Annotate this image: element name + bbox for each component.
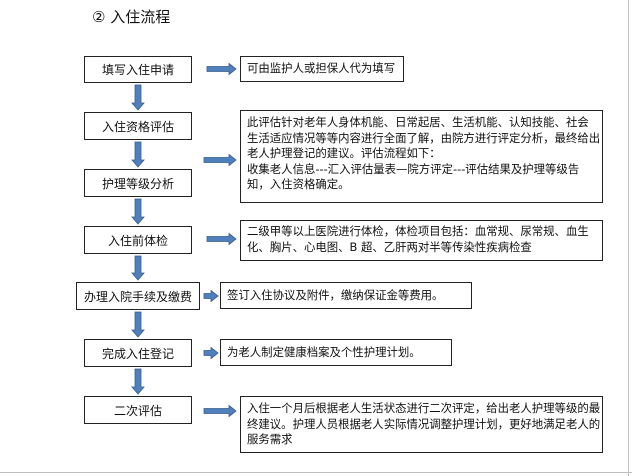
step-label: 护理等级分析 [101, 176, 174, 191]
step-label: 办理入院手续及缴费 [83, 289, 192, 304]
page-title: ② 入住流程 [92, 8, 171, 26]
right-arrow-icon [206, 232, 237, 246]
note-line: 终建议。护理人员根据老人实际情况调整护理计划，更好地满足老人的 [247, 416, 601, 431]
step-registration-complete: 完成入住登记 [84, 339, 192, 367]
note-admission-payment: 签订入住协议及附件，缴纳保证金等费用。 [220, 282, 472, 309]
note-second-assessment: 入住一个月后根据老人生活状态进行二次评定，给出老人护理等级的最 终建议。护理人员… [240, 396, 603, 453]
note-line: 入住一个月后根据老人生活状态进行二次评定，给出老人护理等级的最 [247, 401, 601, 415]
down-arrow-icon [131, 141, 145, 168]
step-qualification-assessment: 入住资格评估 [84, 112, 192, 140]
down-arrow-icon [131, 311, 145, 338]
note-line: 二级甲等以上医院进行体检，体检项目包括：血常规、尿常规、血生 [247, 224, 589, 238]
down-arrow-icon [131, 198, 145, 225]
note-line: 服务需求 [247, 432, 293, 446]
step-label: 二次评估 [113, 403, 162, 418]
step-care-level-analysis: 护理等级分析 [84, 169, 192, 197]
note-registration-complete: 为老人制定健康档案及个性护理计划。 [220, 339, 452, 366]
right-arrow-icon [203, 346, 219, 360]
note-line: 可由监护人或担保人代为填写 [247, 61, 396, 76]
step-admission-payment: 办理入院手续及缴费 [76, 282, 200, 310]
note-line: 签订入住协议及附件，缴纳保证金等费用。 [227, 287, 444, 302]
note-fill-application: 可由监护人或担保人代为填写 [240, 56, 404, 82]
right-arrow-icon [203, 404, 237, 418]
note-line: 为老人制定健康档案及个性护理计划。 [227, 344, 421, 359]
step-label: 完成入住登记 [101, 346, 174, 361]
step-pre-admission-checkup: 入住前体检 [84, 226, 192, 254]
note-line: 收集老人信息---汇入评估量表—院方评定---评估结果及护理等级告 [247, 161, 580, 176]
note-line: 化、胸片、心电图、B 超、乙肝两对半等传染性疾病检查 [247, 239, 532, 254]
step-label: 入住前体检 [107, 233, 168, 248]
note-line: 知，入住资格确定。 [247, 177, 350, 191]
step-second-assessment: 二次评估 [84, 396, 192, 424]
right-arrow-icon [203, 289, 219, 303]
note-qualification-assessment: 此评估针对老年人身体机能、日常起居、生活机能、认知技能、社会 生活适应情况等等内… [240, 110, 603, 203]
step-label: 填写入住申请 [101, 63, 174, 77]
right-arrow-icon [203, 153, 237, 167]
step-fill-application: 填写入住申请 [84, 56, 192, 83]
note-pre-admission-checkup: 二级甲等以上医院进行体检，体检项目包括：血常规、尿常规、血生 化、胸片、心电图、… [240, 220, 603, 261]
right-arrow-icon [206, 62, 237, 76]
note-line: 生活适应情况等等内容进行全面了解，由院方进行评定分析，最终给出 [247, 130, 601, 145]
down-arrow-icon [131, 84, 145, 111]
step-label: 入住资格评估 [101, 119, 174, 134]
down-arrow-icon [131, 255, 145, 281]
bottom-border [0, 472, 632, 473]
note-line: 此评估针对老年人身体机能、日常起居、生活机能、认知技能、社会 [247, 115, 589, 129]
right-border [628, 0, 629, 476]
note-line: 老人护理登记的建议。评估流程如下： [247, 146, 441, 160]
down-arrow-icon [131, 368, 145, 395]
